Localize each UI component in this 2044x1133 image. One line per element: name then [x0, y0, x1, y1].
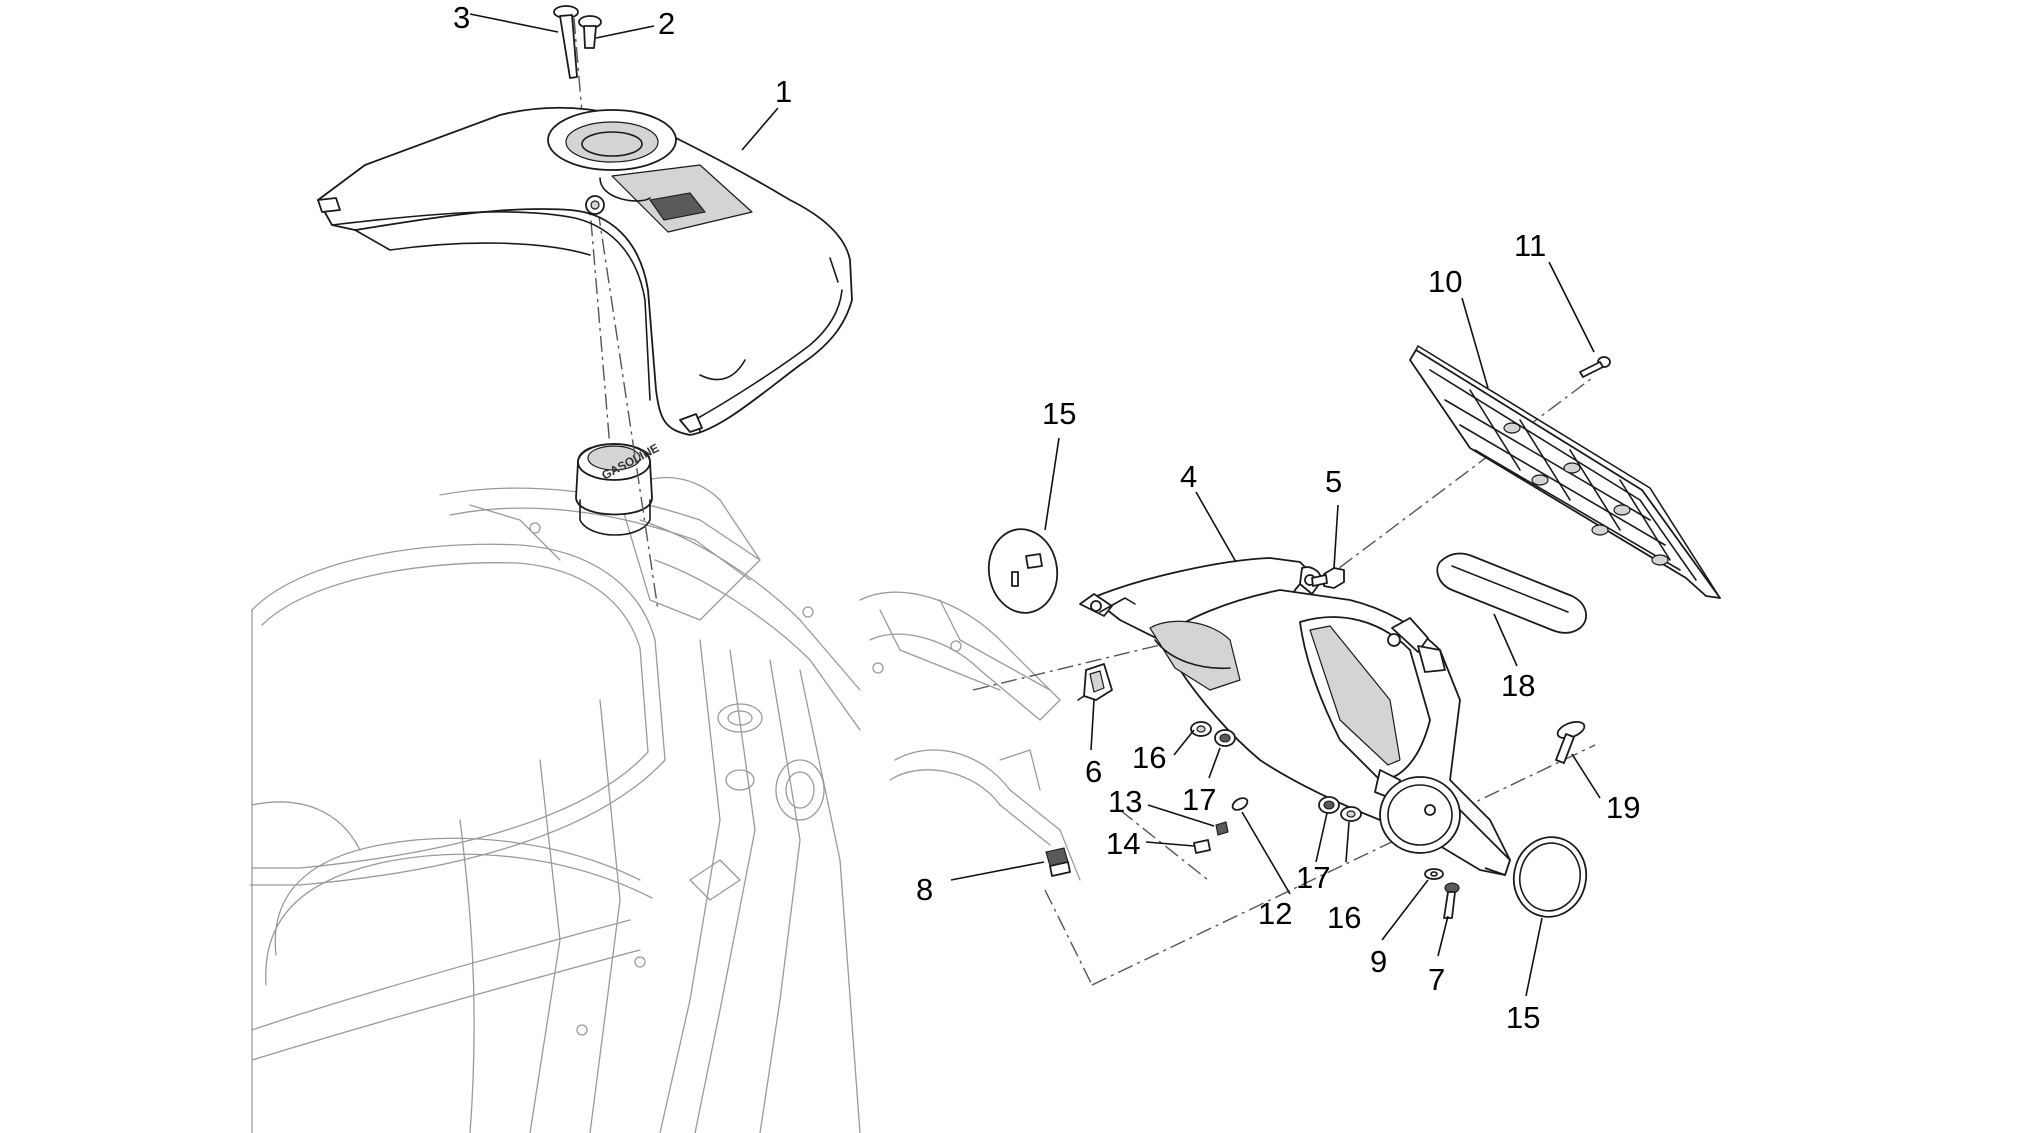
part-9-washer: [1424, 868, 1444, 880]
callout-11: 11: [1514, 228, 1546, 263]
part-18-license-light: [1436, 552, 1587, 634]
callout-leader-lines: [469, 13, 1601, 997]
callout-12: 12: [1258, 896, 1292, 931]
callout-7: 7: [1428, 962, 1445, 997]
callout-16-left: 16: [1132, 740, 1166, 775]
part-5-screw: [1311, 567, 1345, 589]
callout-14: 14: [1106, 826, 1140, 861]
part-16-washer-b: [1340, 806, 1362, 822]
callout-5: 5: [1325, 464, 1342, 499]
callout-13: 13: [1108, 784, 1142, 819]
callout-numbers: 3 2 1 4 5 6 7 8 9 10 11 12 13 14 15 15 1…: [453, 0, 1640, 1035]
callout-1: 1: [775, 74, 792, 109]
part-19-buffer: [1555, 720, 1586, 764]
callout-9: 9: [1370, 944, 1387, 979]
part-15-reflector-left: [987, 528, 1059, 614]
part-7-screw: [1443, 882, 1460, 919]
callout-6: 6: [1085, 754, 1102, 789]
scooter-frame: [249, 476, 1081, 1133]
callout-10: 10: [1428, 264, 1462, 299]
part-12-ring: [1231, 797, 1249, 811]
part-4-plate-holder: [1079, 557, 1511, 876]
callout-2: 2: [658, 6, 675, 41]
callout-17-right: 17: [1296, 860, 1330, 895]
part-2-screw: [578, 15, 602, 49]
part-17-nut-b: [1318, 796, 1340, 814]
part-6-clip: [1077, 663, 1113, 701]
callout-15-top: 15: [1042, 396, 1076, 431]
part-14-bolt: [1193, 839, 1211, 854]
part-13-pin: [1215, 821, 1229, 836]
callout-17-left: 17: [1182, 782, 1216, 817]
callout-19: 19: [1606, 790, 1640, 825]
callout-15-bottom: 15: [1506, 1000, 1540, 1035]
callout-3: 3: [453, 0, 470, 35]
part-11-screw: [1579, 356, 1611, 378]
callout-8: 8: [916, 872, 933, 907]
callout-16-right: 16: [1327, 900, 1361, 935]
fuel-cap: GASOLINE: [575, 441, 661, 536]
part-1-rear-carrier: [317, 106, 853, 436]
callout-18: 18: [1501, 668, 1535, 703]
callout-4: 4: [1180, 459, 1197, 494]
part-16-washer-a: [1190, 721, 1212, 737]
part-10-plate-bracket: [1409, 345, 1721, 599]
part-3-long-screw: [553, 5, 579, 79]
part-17-nut-a: [1214, 729, 1236, 747]
part-8-clip-nut: [1045, 847, 1071, 877]
part-15-reflector-right: [1512, 836, 1588, 918]
